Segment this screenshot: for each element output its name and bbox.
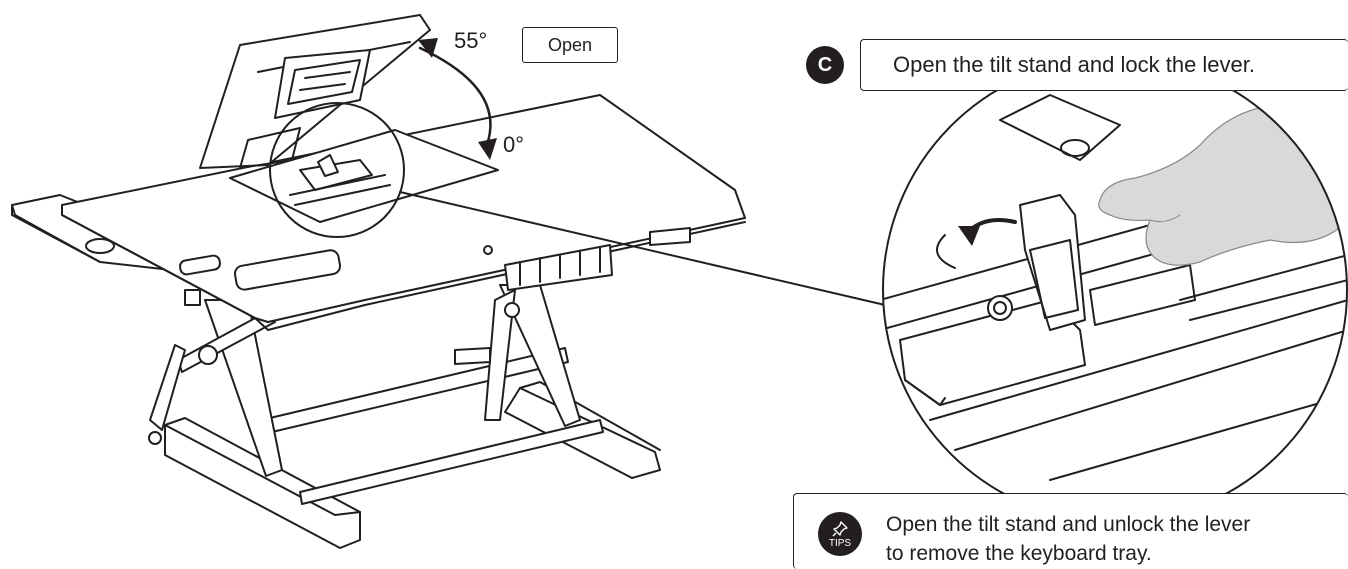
lever-small: [289, 154, 391, 206]
rotation-arrowhead-bottom: [478, 138, 497, 160]
step-instruction: Open the tilt stand and lock the lever.: [893, 52, 1256, 77]
tips-label: TIPS: [828, 537, 852, 549]
angle-label-55: 55°: [454, 28, 488, 53]
open-label-box: Open: [522, 27, 618, 63]
detail-circle-small: [269, 102, 405, 238]
lift-frame: [148, 284, 661, 549]
tilt-stand: [199, 14, 431, 169]
step-letter: C: [817, 53, 833, 76]
tips-line-2: to remove the keyboard tray.: [886, 542, 1152, 565]
open-label: Open: [547, 34, 593, 55]
rotation-arc: [418, 46, 492, 152]
pushpin-icon: [832, 520, 848, 536]
leader-line: [399, 191, 886, 306]
detail-view: [883, 58, 1347, 522]
desk-top: [61, 94, 746, 331]
hand: [1098, 103, 1347, 266]
angle-label-0: 0°: [503, 132, 525, 157]
tips-badge: TIPS: [818, 512, 862, 556]
step-badge: C: [806, 46, 844, 84]
step-instruction-box: Open the tilt stand and lock the lever.: [860, 39, 1348, 91]
tips-box: [793, 493, 1348, 569]
rotation-arrowhead-top: [418, 38, 438, 58]
tips-line-1: Open the tilt stand and unlock the lever: [886, 513, 1251, 536]
